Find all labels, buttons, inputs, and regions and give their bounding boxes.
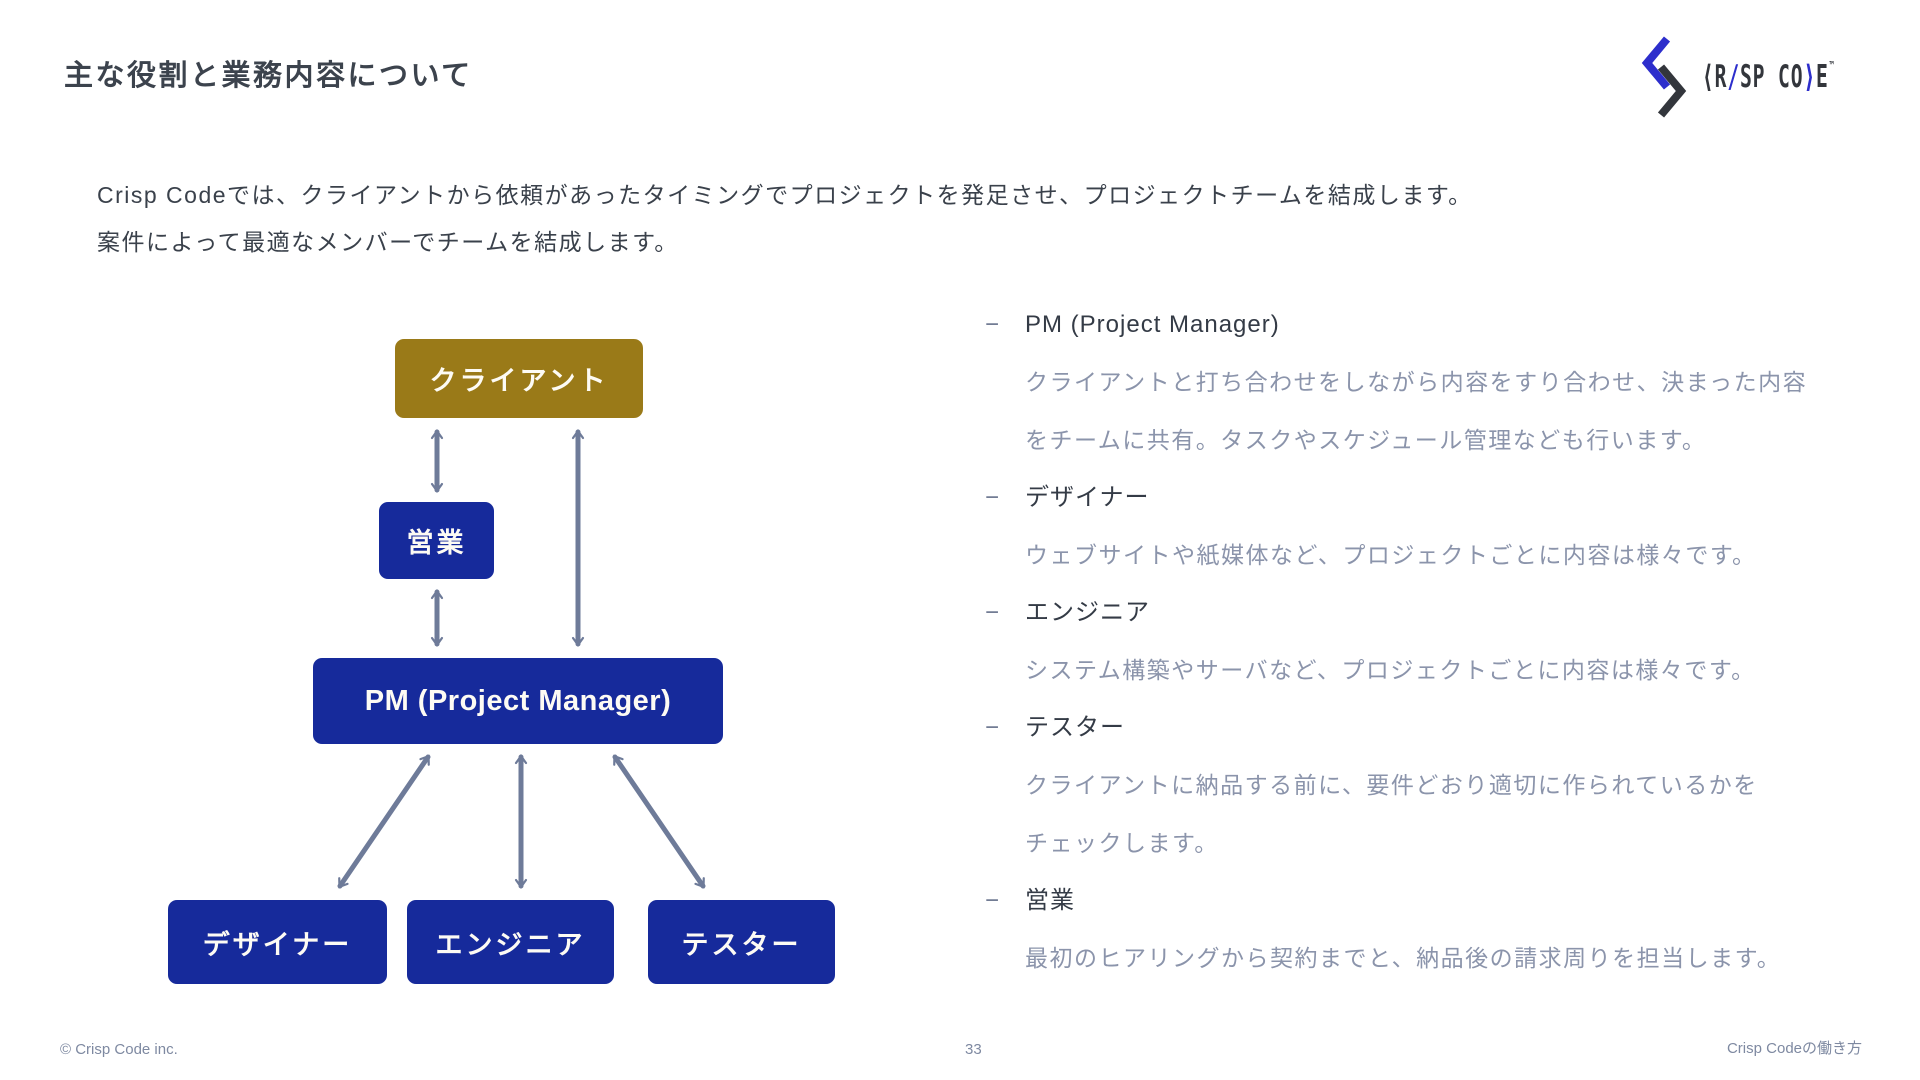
- role-name: PM (Project Manager): [1025, 311, 1280, 338]
- dash-bullet: −: [985, 311, 1000, 338]
- logo-wordmark-segment: E: [1816, 59, 1829, 95]
- intro-text: Crisp Codeでは、クライアントから依頼があったタイミングでプロジェクトを…: [97, 172, 1473, 266]
- role-name: 営業: [1025, 887, 1075, 914]
- dash-bullet: −: [985, 484, 1000, 511]
- diagram-node-pm: PM (Project Manager): [313, 658, 723, 744]
- intro-line-1: Crisp Codeでは、クライアントから依頼があったタイミングでプロジェクトを…: [97, 182, 1473, 208]
- org-diagram: クライアント 営業 PM (Project Manager) デザイナー エンジ…: [168, 339, 835, 984]
- logo-wordmark-segment: SP CO: [1740, 59, 1804, 95]
- footer-doc-title: Crisp Codeの働き方: [1726, 1040, 1862, 1057]
- diagram-node-engineer: エンジニア: [407, 900, 614, 984]
- diagram-arrows: [337, 429, 706, 889]
- role-item-tester: − テスター クライアントに納品する前に、要件どおり適切に作られているかを チェ…: [985, 699, 1865, 872]
- logo-wordmark-segment: /: [1727, 59, 1741, 95]
- role-item-pm: − PM (Project Manager) クライアントと打ち合わせをしながら…: [985, 296, 1865, 469]
- dash-bullet: −: [985, 599, 1000, 626]
- role-name: テスター: [1025, 714, 1125, 741]
- dash-bullet: −: [985, 714, 1000, 741]
- role-description: クライアントに納品する前に、要件どおり適切に作られているかを: [1025, 772, 1758, 798]
- role-name: デザイナー: [1025, 484, 1150, 511]
- diagram-node-client: クライアント: [395, 339, 643, 418]
- role-description: ウェブサイトや紙媒体など、プロジェクトごとに内容は様々です。: [1025, 542, 1757, 568]
- footer-copyright: © Crisp Code inc.: [60, 1041, 178, 1058]
- trademark-symbol: ™: [1829, 60, 1835, 74]
- diagram-node-designer: デザイナー: [168, 900, 387, 984]
- role-item-sales: − 営業 最初のヒアリングから契約までと、納品後の請求周りを担当します。: [985, 872, 1865, 987]
- role-description: システム構築やサーバなど、プロジェクトごとに内容は様々です。: [1025, 657, 1756, 683]
- logo-wordmark-segment: ⟩: [1803, 59, 1817, 95]
- role-item-designer: − デザイナー ウェブサイトや紙媒体など、プロジェクトごとに内容は様々です。: [985, 469, 1865, 584]
- role-list: − PM (Project Manager) クライアントと打ち合わせをしながら…: [985, 296, 1865, 987]
- intro-line-2: 案件によって最適なメンバーでチームを結成します。: [97, 229, 679, 255]
- diagram-node-sales: 営業: [379, 502, 494, 579]
- role-name: エンジニア: [1025, 599, 1150, 626]
- role-description: チェックします。: [1025, 830, 1219, 856]
- role-description: 最初のヒアリングから契約までと、納品後の請求周りを担当します。: [1025, 945, 1782, 971]
- page-number: 33: [965, 1041, 982, 1058]
- role-item-engineer: − エンジニア システム構築やサーバなど、プロジェクトごとに内容は様々です。: [985, 584, 1865, 699]
- dash-bullet: −: [985, 887, 1000, 914]
- logo-mark-icon: [1641, 36, 1687, 118]
- role-description: クライアントと打ち合わせをしながら内容をすり合わせ、決まった内容: [1025, 369, 1808, 395]
- page-title: 主な役割と業務内容について: [64, 60, 473, 92]
- role-description: をチームに共有。タスクやスケジュール管理なども行います。: [1025, 427, 1707, 453]
- logo-wordmark-segment: ⟨R: [1702, 59, 1728, 95]
- diagram-node-tester: テスター: [648, 900, 835, 984]
